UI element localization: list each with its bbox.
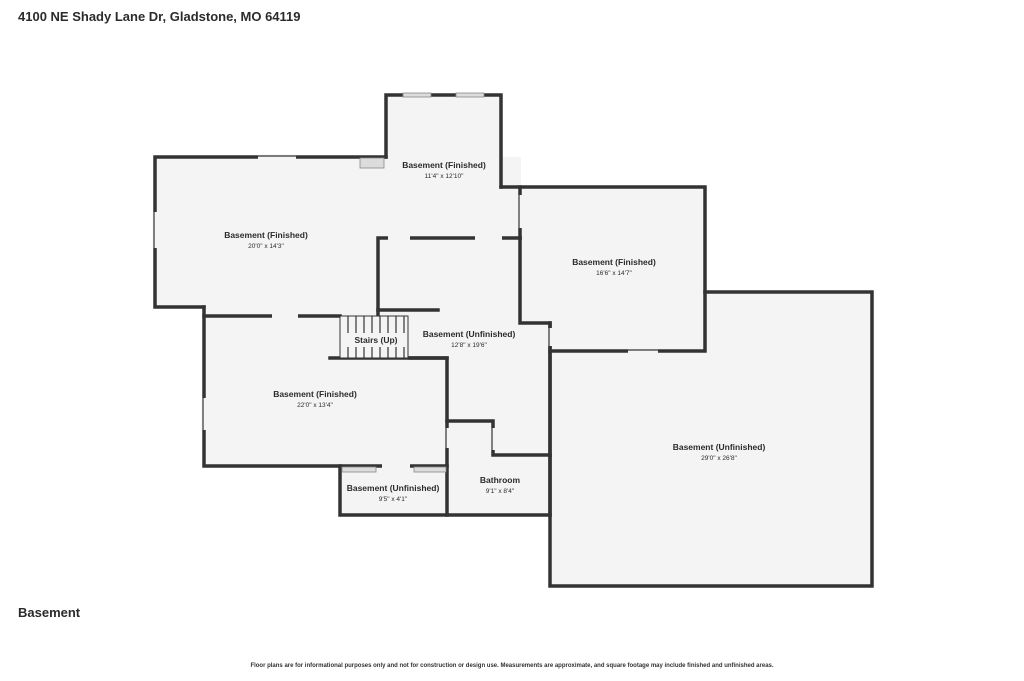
room-name: Basement (Finished) — [224, 230, 308, 240]
room-labels: Basement (Finished) 11'4" x 12'10" Basem… — [224, 160, 765, 503]
room-dims: 11'4" x 12'10" — [425, 173, 464, 180]
room-name: Stairs (Up) — [355, 335, 398, 345]
room-dims: 9'5" x 4'1" — [379, 496, 408, 503]
room-dims: 16'6" x 14'7" — [596, 270, 632, 277]
property-address: 4100 NE Shady Lane Dr, Gladstone, MO 641… — [18, 9, 301, 24]
openings — [152, 154, 658, 469]
room-name: Basement (Unfinished) — [423, 329, 516, 339]
room-dims: 22'0" x 13'4" — [297, 402, 333, 409]
room-name: Basement (Unfinished) — [673, 442, 766, 452]
room-dims: 9'1" x 8'4" — [486, 488, 515, 495]
windows — [341, 92, 485, 473]
room-dims: 20'0" x 14'3" — [248, 243, 284, 250]
disclaimer-text: Floor plans are for informational purpos… — [250, 663, 774, 669]
door-marks — [153, 155, 658, 450]
floor-fill — [155, 95, 872, 586]
room-dims: 12'8" x 19'6" — [451, 342, 487, 349]
room-name: Bathroom — [480, 475, 521, 485]
room-name: Basement (Finished) — [572, 257, 656, 267]
room-dims: 29'0" x 26'8" — [701, 455, 737, 462]
room-name: Basement (Unfinished) — [347, 483, 440, 493]
floor-label: Basement — [18, 605, 81, 620]
room-name: Basement (Finished) — [273, 389, 357, 399]
room-name: Basement (Finished) — [402, 160, 486, 170]
